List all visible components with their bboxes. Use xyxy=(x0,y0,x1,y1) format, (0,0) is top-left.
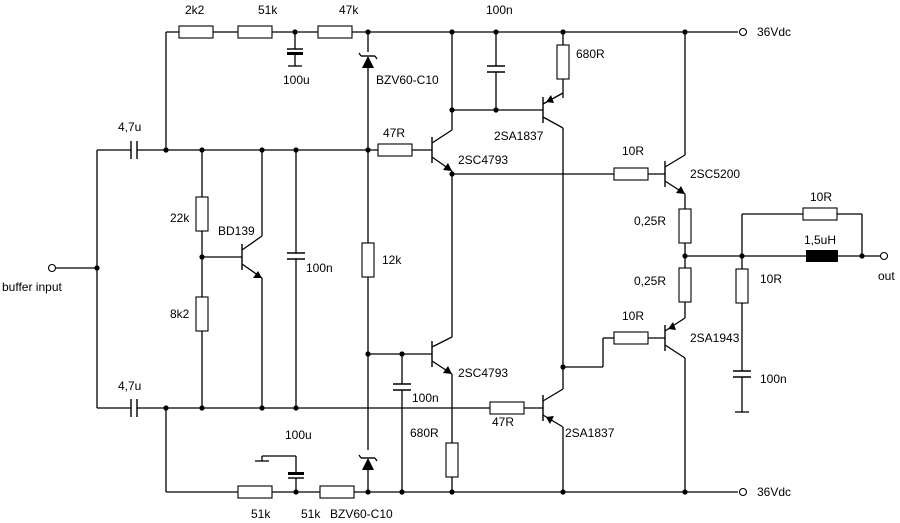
r-10-driver-bottom xyxy=(613,331,649,345)
buffer-input-terminal xyxy=(47,263,57,273)
r-2k2 xyxy=(178,25,214,39)
c-in-bottom-label: 4,7u xyxy=(118,379,141,393)
r-025-top xyxy=(678,208,692,244)
r-47-top-label: 47R xyxy=(383,126,405,140)
q-2sc5200-label: 2SC5200 xyxy=(690,167,740,181)
zener-bottom xyxy=(362,458,374,470)
c-100u-top xyxy=(287,52,303,55)
r-22k xyxy=(195,196,209,232)
bottom-driver-stage: 100n 2SC4793 680R 47R 2SA1837 xyxy=(368,336,615,495)
c-100u-bottom xyxy=(288,472,304,475)
r-10-zobel-label: 10R xyxy=(760,272,782,286)
r-47-top xyxy=(377,143,413,157)
r-680-top-label: 680R xyxy=(576,47,605,61)
r-025-top-label: 0,25R xyxy=(634,214,666,228)
l-out-label: 1,5uH xyxy=(804,233,836,247)
output-terminal xyxy=(879,251,889,261)
q-2sa1837-bottom-label: 2SA1837 xyxy=(565,426,615,440)
r-47-bottom-label: 47R xyxy=(492,415,514,429)
r-10-feedback xyxy=(802,207,838,221)
top-resistor-chain: 2k2 51k 47k 100u xyxy=(178,3,359,87)
r-10-feedback-label: 10R xyxy=(810,190,832,204)
c-100u-bottom-label: 100u xyxy=(285,428,312,442)
r-680-bottom-label: 680R xyxy=(410,426,439,440)
r-10-driver-bottom-label: 10R xyxy=(622,309,644,323)
r-47-bottom xyxy=(489,401,525,415)
l-out xyxy=(806,250,838,262)
r-51k-top-label: 51k xyxy=(258,3,278,17)
q-2sc4793-top-label: 2SC4793 xyxy=(458,153,508,167)
q-2sc4793-bottom-label: 2SC4793 xyxy=(458,366,508,380)
q-2sa1943-label: 2SA1943 xyxy=(690,331,740,345)
q-2sa1837-top-label: 2SA1837 xyxy=(494,129,544,143)
r-12k-label: 12k xyxy=(382,253,402,267)
input-section: buffer input 4,7u 4,7u xyxy=(2,120,490,417)
r-12k xyxy=(361,242,375,278)
supply-negative-terminal xyxy=(738,487,748,497)
c-100n-top-label: 100n xyxy=(486,3,513,17)
bottom-supply-rail: 36Vdc xyxy=(165,408,791,499)
output-label: out xyxy=(878,269,895,283)
r-51k-bottom-b-label: 51k xyxy=(301,507,321,521)
zener-top xyxy=(362,56,374,68)
r-2k2-label: 2k2 xyxy=(185,3,205,17)
supply-negative-label: 36Vdc xyxy=(757,485,791,499)
c-in-top-label: 4,7u xyxy=(118,120,141,134)
r-51k-bottom-b xyxy=(319,485,355,499)
r-51k-bottom-a-label: 51k xyxy=(251,507,271,521)
zener-top-label: BZV60-C10 xyxy=(376,73,439,87)
r-10-driver-top-label: 10R xyxy=(622,144,644,158)
supply-positive-label: 36Vdc xyxy=(757,25,791,39)
bottom-resistor-chain: 51k 51k 100u xyxy=(237,428,355,521)
c-100u-top-label: 100u xyxy=(283,73,310,87)
r-8k2 xyxy=(195,296,209,332)
r-10-driver-top xyxy=(613,167,649,181)
bottom-zener: BZV60-C10 xyxy=(330,454,393,521)
c-100n-bottom-label: 100n xyxy=(412,391,439,405)
r-680-bottom xyxy=(445,442,459,478)
supply-positive-terminal xyxy=(738,27,748,37)
c-100n-zobel-label: 100n xyxy=(760,372,787,386)
top-supply-rail: 36Vdc xyxy=(165,25,791,150)
r-025-bottom xyxy=(678,267,692,303)
c-100n-mid-label: 100n xyxy=(306,261,333,275)
buffer-input-label: buffer input xyxy=(2,280,62,294)
top-zener-chain: BZV60-C10 12k xyxy=(358,29,439,450)
r-47k-label: 47k xyxy=(339,3,359,17)
r-8k2-label: 8k2 xyxy=(170,307,190,321)
r-10-zobel xyxy=(735,268,749,304)
r-680-top xyxy=(556,44,570,80)
r-51k-top xyxy=(237,25,273,39)
r-51k-bottom-a xyxy=(237,485,273,499)
r-22k-label: 22k xyxy=(170,211,190,225)
r-47k xyxy=(317,25,353,39)
top-driver-stage: 100n 680R 2SA1837 47R 2SC4793 xyxy=(377,3,614,367)
r-025-bottom-label: 0,25R xyxy=(634,274,666,288)
zener-bottom-label: BZV60-C10 xyxy=(330,507,393,521)
vbe-multiplier: 22k 8k2 BD139 100n xyxy=(170,150,333,408)
output-stage: 10R 2SC5200 0,25R 0,25R 10R 2SA1943 xyxy=(613,29,895,495)
q-bd139-label: BD139 xyxy=(218,224,255,238)
